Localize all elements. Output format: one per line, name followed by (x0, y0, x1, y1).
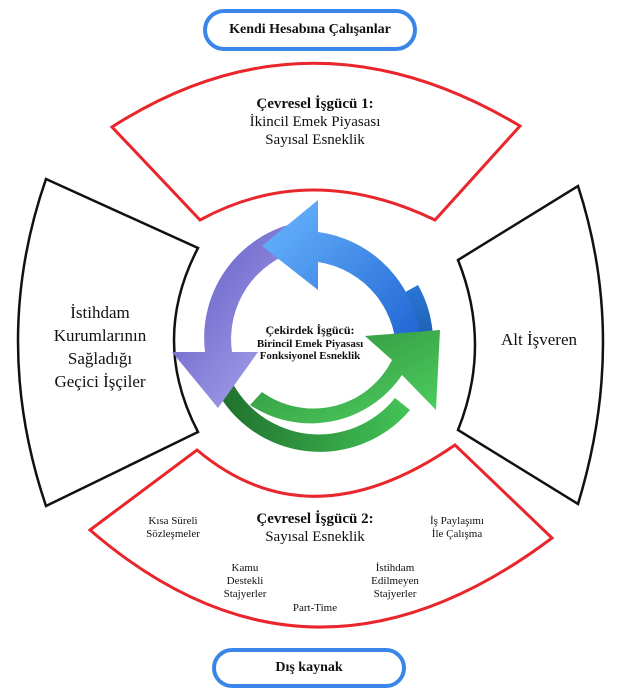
bottom-segment-title-block: Çevresel İşgücü 2: Sayısal Esneklik (225, 510, 405, 546)
item-part-time: Part-Time (280, 602, 350, 615)
right-segment-text: Alt İşveren (484, 330, 594, 350)
bottom-segment-title: Çevresel İşgücü 2: (256, 511, 374, 527)
kendi-hesabina-calisanlar-box: Kendi Hesabına Çalışanlar (203, 9, 417, 51)
istihdam-edilmeyen-line3: Stajyerler (373, 588, 417, 601)
cycle-arrow-purple (172, 222, 300, 408)
cycle-arrow-green-side (215, 378, 410, 452)
item-kisa-sureli: Kısa Süreli Sözleşmeler (128, 515, 218, 541)
bottom-segment-shape (87, 443, 555, 629)
top-segment-title: Çevresel İşgücü 1: (256, 96, 374, 112)
kendi-hesabina-calisanlar-label: Kendi Hesabına Çalışanlar (229, 22, 391, 37)
left-segment-line2: Kurumlarının (53, 325, 147, 345)
left-segment-shape (16, 177, 200, 508)
item-kamu-destekli: Kamu Destekli Stajyerler (210, 562, 280, 602)
dis-kaynak-box: Dış kaynak (212, 648, 406, 688)
bottom-segment-subtitle: Sayısal Esneklik (265, 529, 365, 545)
item-istihdam-edilmeyen: İstihdam Edilmeyen Stajyerler (355, 562, 435, 602)
left-segment-text: İstihdam Kurumlarının Sağladığı Geçici İ… (20, 302, 180, 394)
left-segment-line3: Sağladığı (67, 348, 133, 368)
kamu-destekli-line1: Kamu (231, 562, 259, 574)
istihdam-edilmeyen-line1: İstihdam (375, 562, 415, 574)
cycle-arrow-green (250, 330, 440, 424)
part-time-label: Part-Time (292, 602, 338, 614)
kisa-sureli-line2: Sözleşmeler (146, 528, 200, 541)
kamu-destekli-line3: Stajyerler (223, 588, 267, 601)
istihdam-edilmeyen-line2: Edilmeyen (371, 575, 419, 588)
is-paylasimi-line2: İle Çalışma (431, 528, 483, 541)
item-is-paylasimi: İş Paylaşımı İle Çalışma (412, 515, 502, 541)
kisa-sureli-line1: Kısa Süreli (148, 515, 198, 527)
dis-kaynak-label: Dış kaynak (275, 660, 343, 675)
right-segment-shape (456, 184, 605, 506)
cycle-arrow-blue (262, 200, 421, 360)
top-segment-text: Çevresel İşgücü 1: İkincil Emek Piyasası… (200, 95, 430, 149)
alt-isveren-label: Alt İşveren (500, 330, 577, 349)
cycle-arrows (172, 200, 440, 452)
top-segment-shape (109, 61, 523, 222)
top-segment-line2: İkincil Emek Piyasası (249, 114, 381, 130)
center-text: Çekirdek İşgücü: Birincil Emek Piyasası … (245, 323, 375, 363)
is-paylasimi-line1: İş Paylaşımı (429, 515, 485, 527)
top-segment-line3: Sayısal Esneklik (265, 132, 365, 148)
left-segment-line4: Geçici İşçiler (54, 371, 146, 391)
kamu-destekli-line2: Destekli (226, 575, 264, 588)
center-line2: Birincil Emek Piyasası (256, 337, 364, 350)
center-title: Çekirdek İşgücü: (265, 323, 355, 337)
center-line3: Fonksiyonel Esneklik (259, 350, 361, 363)
left-segment-line1: İstihdam (70, 303, 130, 322)
